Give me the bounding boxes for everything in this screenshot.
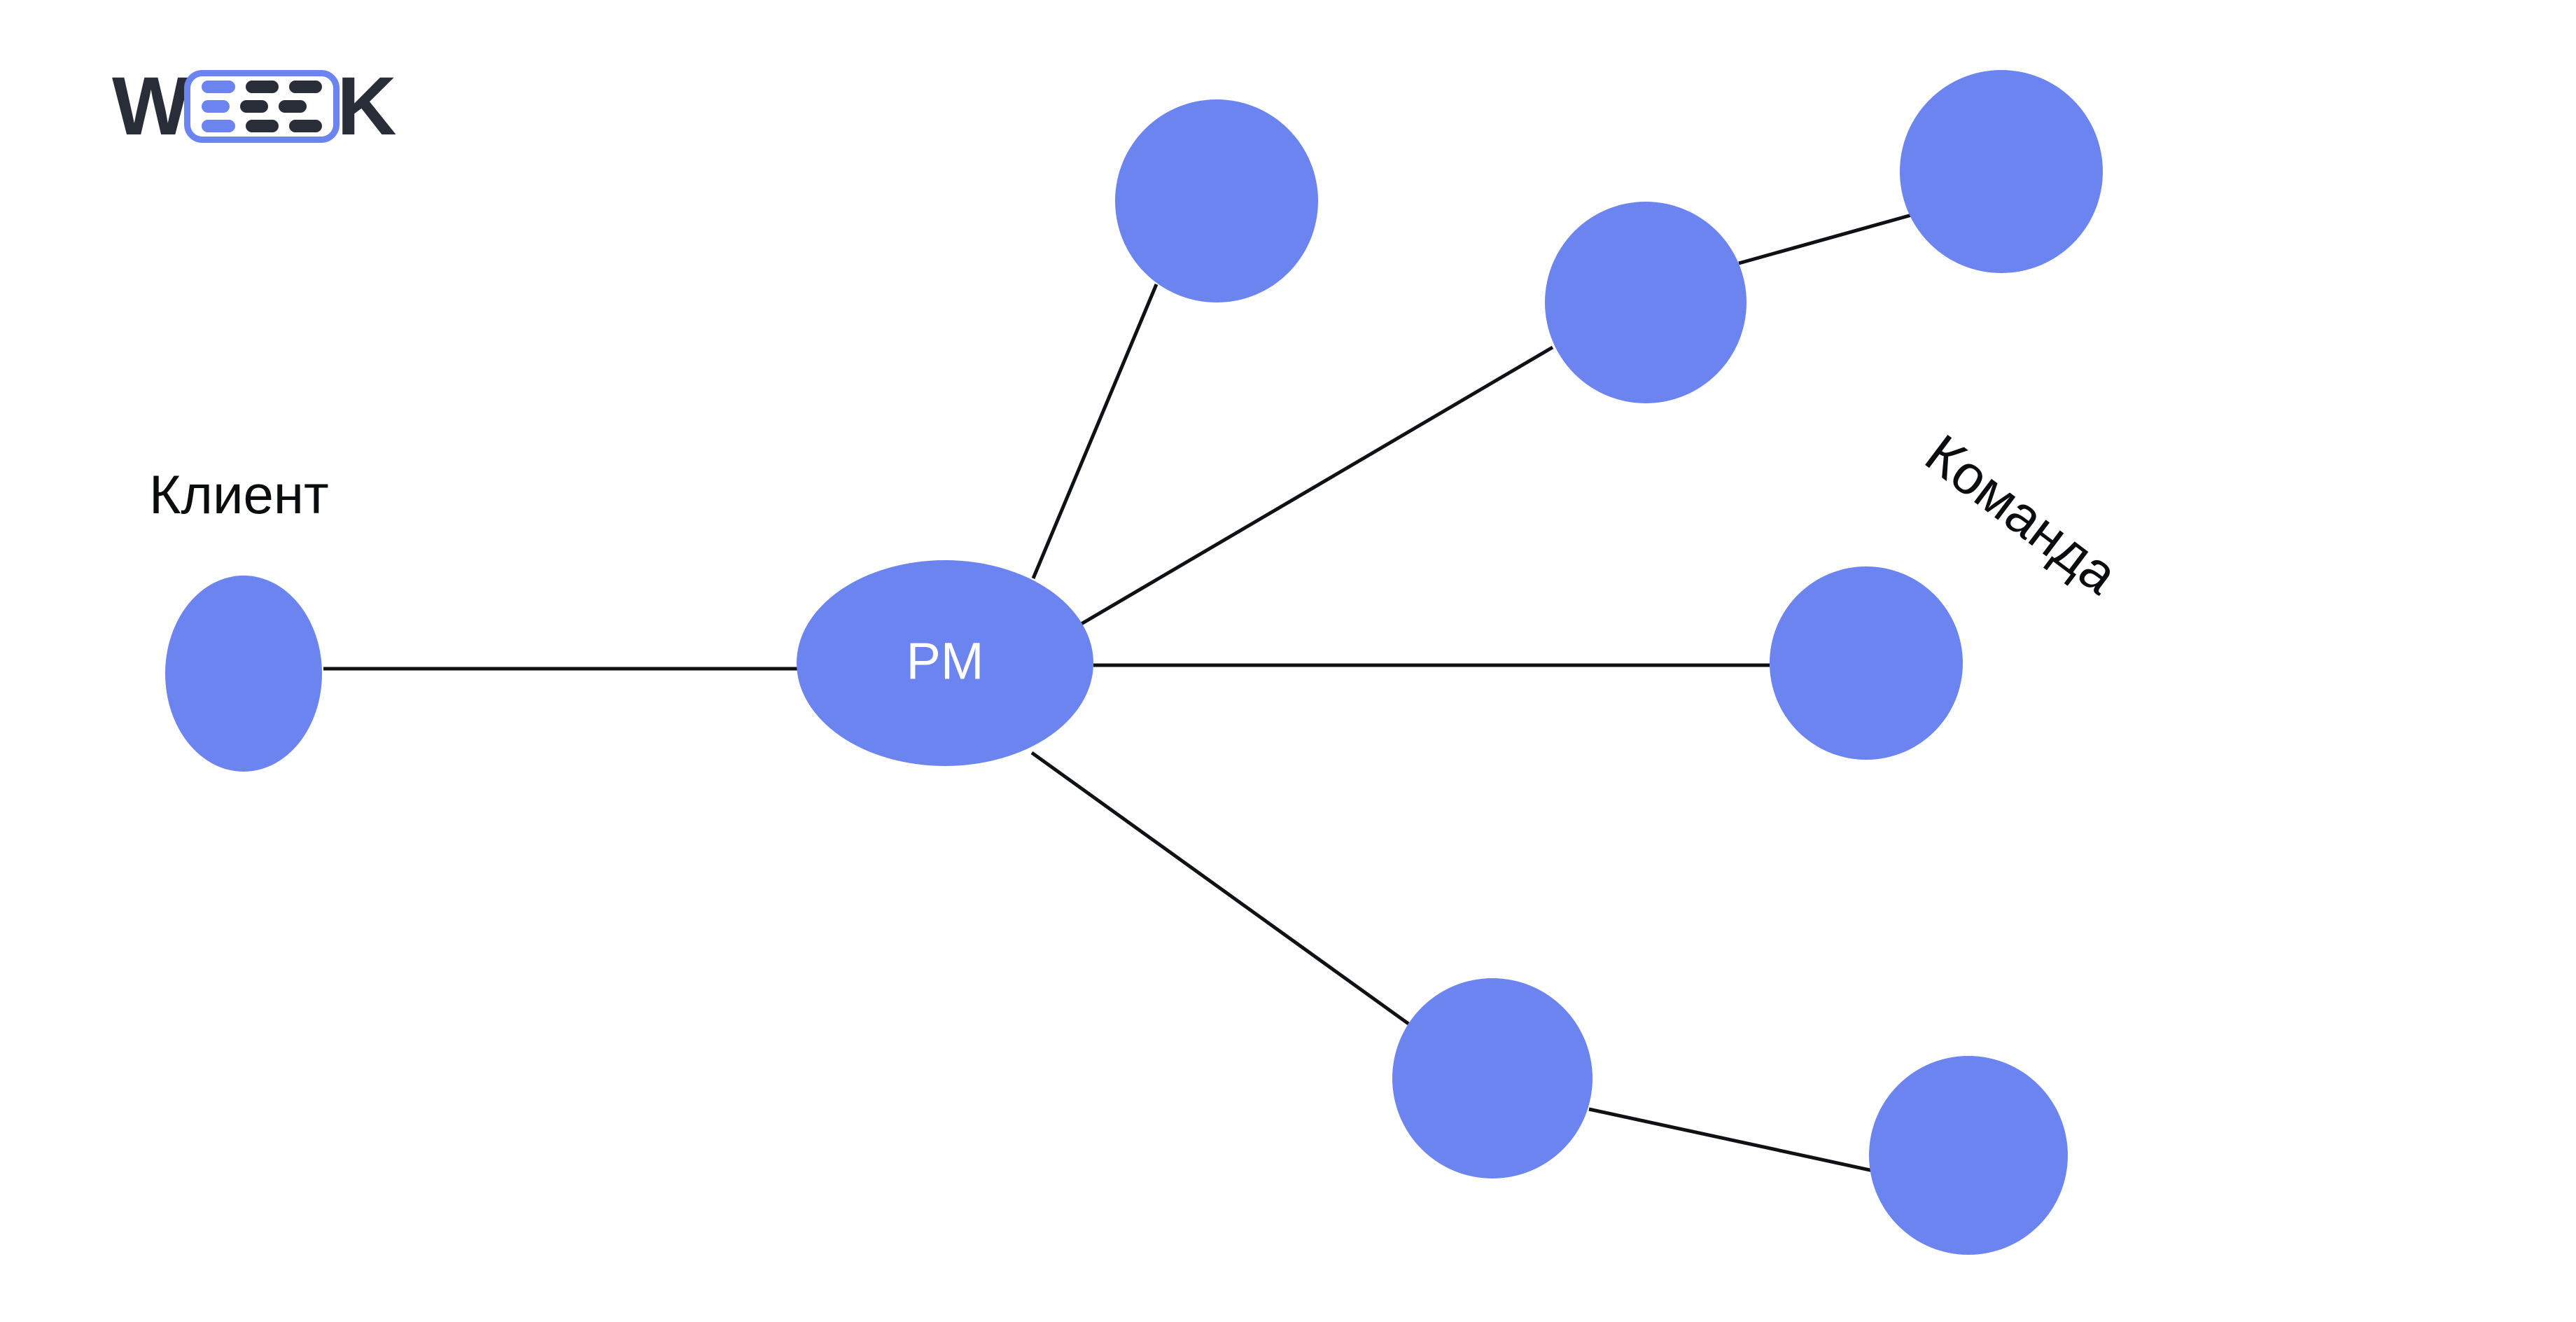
node-shape-team-top xyxy=(1115,99,1318,302)
node-shape-pm xyxy=(797,560,1093,766)
client-label: Клиент xyxy=(149,464,329,525)
node-shape-team-upper xyxy=(1545,202,1746,403)
node-team-corner[interactable] xyxy=(1900,70,2103,273)
logo-letter-k: K xyxy=(337,60,396,153)
logo-bar xyxy=(245,81,279,93)
logo-bar xyxy=(279,100,307,113)
weeek-logo[interactable]: W K xyxy=(112,60,397,153)
logo-bar xyxy=(240,100,269,113)
logo-bar xyxy=(202,81,235,93)
node-team-upper[interactable] xyxy=(1545,202,1746,403)
logo-bar xyxy=(202,100,230,113)
logo-mark-icon xyxy=(184,70,340,143)
edge-pm-to-team-top xyxy=(1031,284,1158,579)
node-shape-team-corner xyxy=(1900,70,2103,273)
logo-mark-row xyxy=(202,100,322,113)
node-label-pm: PM xyxy=(906,632,984,690)
edge-team-upper-to-team-corner xyxy=(1738,213,1912,265)
node-client[interactable] xyxy=(165,576,322,772)
logo-mark-row xyxy=(202,81,323,93)
logo-bar xyxy=(289,120,323,132)
logo-mark-row xyxy=(202,120,323,132)
logo-letter-w: W xyxy=(112,60,190,153)
edge-pm-to-team-upper xyxy=(1079,345,1554,627)
node-team-bottom[interactable] xyxy=(1869,1056,2068,1255)
node-pm[interactable]: PM xyxy=(797,560,1093,766)
edge-team-lower-to-team-bottom xyxy=(1588,1107,1874,1173)
node-shape-client xyxy=(165,576,322,772)
logo-bar xyxy=(289,81,323,93)
node-shape-team-lower xyxy=(1392,978,1592,1178)
edge-pm-to-team-lower xyxy=(1030,751,1410,1026)
node-team-right[interactable] xyxy=(1770,566,1963,760)
node-shape-team-bottom xyxy=(1869,1056,2068,1255)
node-team-lower[interactable] xyxy=(1392,978,1592,1178)
team-label: Команда xyxy=(1914,422,2129,606)
logo-bar xyxy=(245,120,279,132)
edges-layer xyxy=(323,213,1912,1173)
node-team-top[interactable] xyxy=(1115,99,1318,302)
node-shape-team-right xyxy=(1770,566,1963,760)
nodes-layer: PM xyxy=(165,70,2103,1255)
logo-bar xyxy=(202,120,235,132)
